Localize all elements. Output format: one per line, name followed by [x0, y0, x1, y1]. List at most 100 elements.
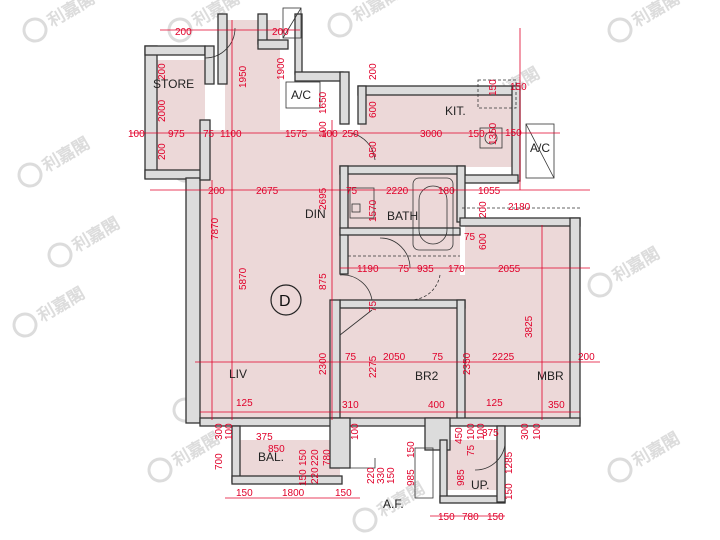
dim-text: 100 [350, 423, 361, 440]
dim-text: 850 [268, 444, 285, 455]
dim-text: 310 [342, 400, 359, 411]
dim-text: 150 [468, 129, 485, 140]
dim-text: 200 [578, 352, 595, 363]
dim-text: 2220 [386, 186, 409, 197]
unit-marker: D [270, 284, 302, 316]
dim-text: 170 [448, 264, 465, 275]
dim-text: 250 [342, 129, 359, 140]
dim-text: 75 [346, 186, 358, 197]
dim-text: 150 [504, 483, 515, 500]
room-bath-label: BATH [387, 209, 418, 223]
dim-text: 600 [368, 101, 379, 118]
dim-text: 875 [318, 273, 329, 290]
dim-text: 5870 [238, 267, 249, 290]
dim-text: 375 [482, 428, 499, 439]
room-mbr-label: MBR [537, 369, 564, 383]
dim-text: 150 [335, 488, 352, 499]
dim-text: 100 [532, 423, 543, 440]
dim-text: 180 [438, 186, 455, 197]
dimension-labels: 200 200 1900 1950 200 600 1650 150 1350 … [128, 27, 595, 523]
dim-text: 935 [417, 264, 434, 275]
dim-text: 125 [486, 398, 503, 409]
dim-text: 150 [488, 79, 499, 96]
dim-text: 375 [256, 432, 273, 443]
watermark-text: 利嘉閣 [609, 243, 664, 287]
dim-text: 1950 [238, 65, 249, 88]
dim-text: 220 [310, 467, 321, 484]
room-br2-label: BR2 [415, 369, 439, 383]
dim-text: 75 [398, 264, 410, 275]
ac-right-label: A/C [530, 141, 550, 155]
dim-text: 150 [298, 449, 309, 466]
dim-text: 1570 [368, 199, 379, 222]
dim-text: 975 [168, 129, 185, 140]
unit-letter: D [279, 293, 291, 310]
room-kitchen-label: KIT. [445, 104, 466, 118]
dim-text: 1350 [488, 122, 499, 145]
ac-top-label: A/C [291, 88, 311, 102]
dim-text: 100 [224, 423, 235, 440]
dim-text: 780 [462, 512, 479, 523]
room-store-label: STORE [153, 77, 194, 91]
watermark-text: 利嘉閣 [349, 0, 404, 27]
watermark-text: 利嘉閣 [629, 0, 684, 32]
walls [144, 13, 581, 504]
dim-text: 200 [208, 186, 225, 197]
dim-text: 200 [272, 27, 289, 38]
dim-text: 1650 [318, 91, 329, 114]
dim-text: 2225 [492, 352, 515, 363]
dim-text: 200 [368, 63, 379, 80]
dim-text: 75 [432, 352, 444, 363]
dim-text: 3825 [524, 315, 535, 338]
dim-text: 150 [505, 128, 522, 139]
dim-text: 950 [368, 141, 379, 158]
dim-text: 2275 [368, 355, 379, 378]
dim-text: 2055 [498, 264, 521, 275]
watermark-text: 利嘉閣 [34, 283, 89, 327]
dim-text: 450 [454, 427, 465, 444]
dim-text: 780 [322, 449, 333, 466]
dim-text: 985 [456, 469, 467, 486]
dim-text: 2000 [157, 99, 168, 122]
dim-text: 2350 [462, 352, 473, 375]
dim-text: 2695 [318, 187, 329, 210]
dim-text: 125 [236, 398, 253, 409]
dim-text: 75 [368, 300, 379, 312]
dim-text: 75 [345, 352, 357, 363]
dim-text: 2180 [508, 202, 531, 213]
dim-text: 1575 [285, 129, 308, 140]
dim-text: 100 [321, 129, 338, 140]
dim-text: 150 [510, 82, 527, 93]
room-up-label: UP. [471, 478, 489, 492]
dim-text: 200 [478, 201, 489, 218]
dim-text: 1055 [478, 186, 501, 197]
dim-text: 600 [478, 233, 489, 250]
dim-text: 1100 [220, 129, 242, 140]
dim-text: 150 [438, 512, 455, 523]
room-balcony-label: BAL. [258, 450, 284, 464]
watermark-text: 利嘉閣 [69, 213, 124, 257]
af-label: A.F. [383, 497, 404, 511]
dim-text: 200 [157, 63, 168, 80]
dim-text: 7870 [210, 217, 221, 240]
floor-areas [155, 20, 575, 490]
dim-text: 1800 [282, 488, 305, 499]
dim-text: 150 [298, 469, 309, 486]
dim-text: 330 [376, 467, 387, 484]
dim-text: 300 [214, 423, 225, 440]
dim-text: 220 [366, 467, 377, 484]
dim-text: 985 [406, 469, 417, 486]
dim-text: 100 [128, 129, 145, 140]
room-living-label: LIV [229, 367, 247, 381]
watermark-text: 利嘉閣 [39, 133, 94, 177]
watermark-text: 利嘉閣 [44, 0, 99, 32]
dim-text: 1190 [357, 264, 379, 275]
dim-text: 200 [157, 143, 168, 160]
dim-text: 220 [310, 449, 321, 466]
dimension-lines [130, 20, 600, 517]
dim-text: 2050 [383, 352, 406, 363]
dim-text: 100 [476, 423, 487, 440]
dim-text: 150 [236, 488, 253, 499]
dim-text: 2675 [256, 186, 279, 197]
